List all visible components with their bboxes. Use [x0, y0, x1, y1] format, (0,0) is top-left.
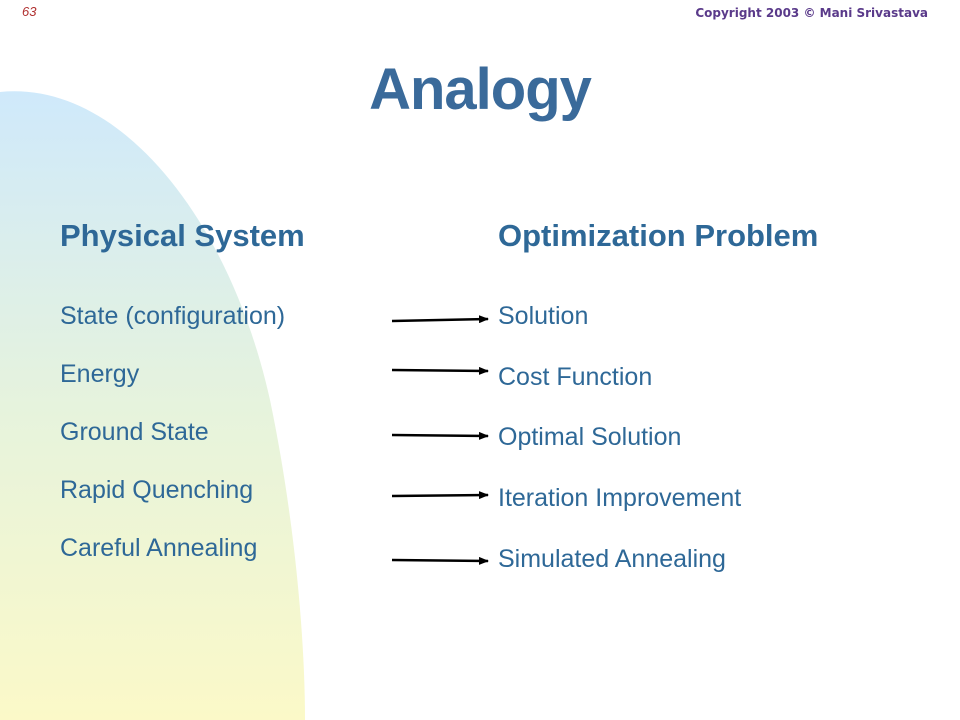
physical-item: Rapid Quenching [60, 476, 254, 504]
optimization-item: Iteration Improvement [498, 484, 742, 512]
optimization-item: Optimal Solution [498, 423, 682, 451]
physical-item: Careful Annealing [60, 534, 258, 562]
physical-system-heading: Physical System [60, 218, 305, 253]
optimization-item: Simulated Annealing [498, 545, 726, 573]
optimization-item: Cost Function [498, 363, 653, 391]
page-number: 63 [22, 4, 37, 19]
physical-item: Ground State [60, 418, 209, 446]
copyright-notice: Copyright 2003 © Mani Srivastava [695, 6, 928, 20]
physical-item: Energy [60, 360, 140, 388]
optimization-problem-heading: Optimization Problem [498, 218, 819, 253]
slide-title: Analogy [369, 57, 592, 122]
optimization-item: Solution [498, 302, 589, 330]
physical-item: State (configuration) [60, 302, 286, 330]
